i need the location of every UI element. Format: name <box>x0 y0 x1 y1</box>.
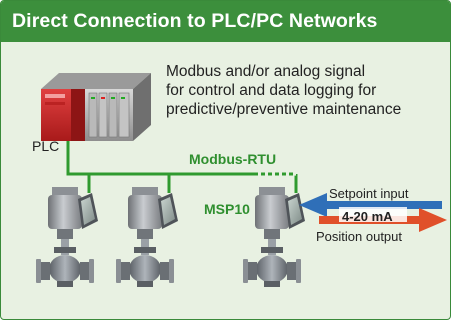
device-label: MSP10 <box>204 201 250 217</box>
description-line: Modbus and/or analog signal <box>166 63 366 80</box>
diagram-title: Direct Connection to PLC/PC Networks <box>12 10 378 32</box>
description-line: predictive/preventive maintenance <box>166 101 402 118</box>
valve-actuator-icon <box>36 187 98 287</box>
description-line: for control and data logging for <box>166 82 377 99</box>
plc-label: PLC <box>32 138 60 154</box>
modbus-bus-lines <box>66 141 298 193</box>
signal-label: 4-20 mA <box>342 209 393 224</box>
setpoint-label: Setpoint input <box>329 186 409 201</box>
plc-icon <box>41 73 151 141</box>
valve-actuator-icon-3 <box>243 187 305 287</box>
position-label: Position output <box>316 229 403 244</box>
header-bar: Direct Connection to PLC/PC Networks <box>1 1 450 42</box>
valve-actuator-icon-2 <box>116 187 178 287</box>
signal-arrows-icon <box>299 193 447 232</box>
network-label: Modbus-RTU <box>189 151 277 167</box>
description-text: Modbus and/or analog signal for control … <box>166 62 401 119</box>
